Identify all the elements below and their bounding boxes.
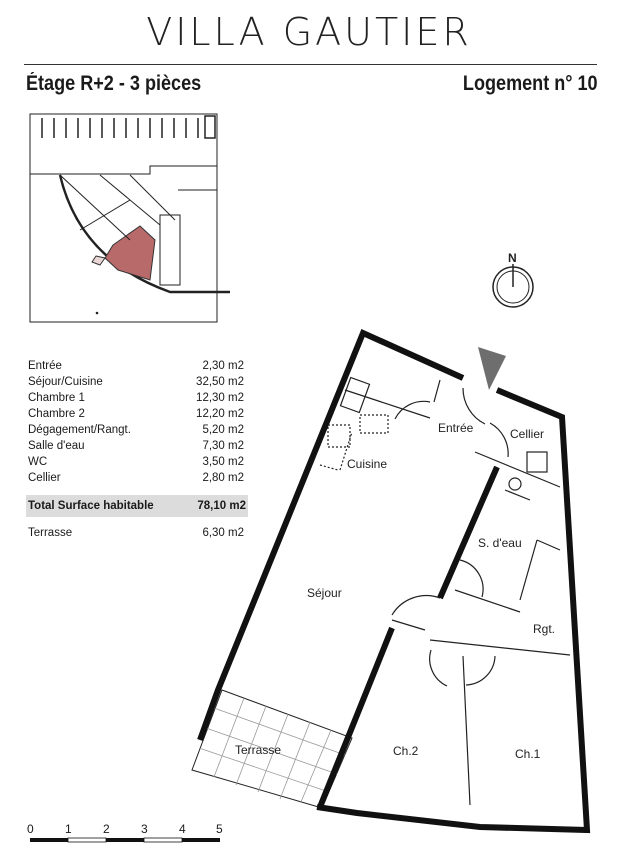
surface-row: WC 3,50 m2: [28, 454, 244, 470]
surface-row: Chambre 2 12,20 m2: [28, 406, 244, 422]
surface-row: Chambre 1 12,30 m2: [28, 390, 244, 406]
surface-row: Séjour/Cuisine 32,50 m2: [28, 374, 244, 390]
room-label-sdeau: S. d'eau: [478, 536, 522, 550]
surface-row: Salle d'eau 7,30 m2: [28, 438, 244, 454]
terrace-row: Terrasse 6,30 m2: [28, 525, 244, 541]
room-name: Chambre 1: [28, 392, 85, 404]
brand-logo: VILLA GAUTIER: [146, 10, 472, 54]
header-divider: [24, 64, 597, 65]
room-label-cellier: Cellier: [510, 427, 544, 441]
total-area: 78,10 m2: [197, 500, 246, 512]
scale-bar: [30, 837, 220, 843]
compass-label: N: [508, 251, 517, 265]
scale-tick-label: 4: [179, 822, 186, 836]
room-label-cuisine: Cuisine: [347, 457, 387, 471]
room-label-terrasse: Terrasse: [235, 743, 281, 757]
scale-tick-label: 0: [27, 822, 34, 836]
scale-tick-label: 1: [65, 822, 72, 836]
room-area: 12,20 m2: [196, 408, 244, 420]
entrance-arrow-icon: [478, 347, 506, 390]
unit-highlight: [104, 225, 156, 281]
scale-tick-label: 3: [141, 822, 148, 836]
room-label-entree: Entrée: [438, 421, 474, 435]
room-label-rgt: Rgt.: [533, 622, 555, 636]
room-label-sejour: Séjour: [307, 586, 342, 600]
room-area: 2,80 m2: [202, 472, 244, 484]
room-area: 12,30 m2: [196, 392, 244, 404]
room-name: Entrée: [28, 360, 62, 372]
surface-row: Cellier 2,80 m2: [28, 470, 244, 486]
total-label: Total Surface habitable: [28, 500, 154, 512]
total-row: Total Surface habitable 78,10 m2: [26, 495, 248, 517]
room-area: 32,50 m2: [196, 376, 244, 388]
room-area: 5,20 m2: [202, 424, 244, 436]
terrace-area: 6,30 m2: [202, 527, 244, 539]
room-area: 2,30 m2: [202, 360, 244, 372]
scale-tick-label: 5: [216, 822, 223, 836]
key-plan: [29, 113, 230, 323]
room-name: Cellier: [28, 472, 61, 484]
surface-row: Entrée 2,30 m2: [28, 358, 244, 374]
surface-row: Dégagement/Rangt. 5,20 m2: [28, 422, 244, 438]
north-compass-icon: N: [492, 251, 534, 308]
terrace-label: Terrasse: [28, 527, 73, 539]
room-name: WC: [28, 456, 48, 468]
room-name: Salle d'eau: [28, 440, 85, 452]
room-label-ch2: Ch.2: [393, 744, 419, 758]
parking-lines: [41, 115, 216, 139]
unit-title: Logement n° 10: [463, 72, 598, 95]
room-label-ch1: Ch.1: [515, 747, 541, 761]
room-area: 3,50 m2: [202, 456, 244, 468]
scale-tick-label: 2: [103, 822, 110, 836]
floor-title: Étage R+2 - 3 pièces: [26, 72, 202, 95]
surface-table: Entrée 2,30 m2 Séjour/Cuisine 32,50 m2 Chamb…: [26, 358, 248, 541]
terrace-tiles: [198, 697, 346, 803]
room-name: Chambre 2: [28, 408, 85, 420]
floor-plan: Entrée Cellier Cuisine S. d'eau Séjour R…: [191, 328, 591, 834]
room-area: 7,30 m2: [202, 440, 244, 452]
room-name: Séjour/Cuisine: [28, 376, 103, 388]
room-name: Dégagement/Rangt.: [28, 424, 131, 436]
